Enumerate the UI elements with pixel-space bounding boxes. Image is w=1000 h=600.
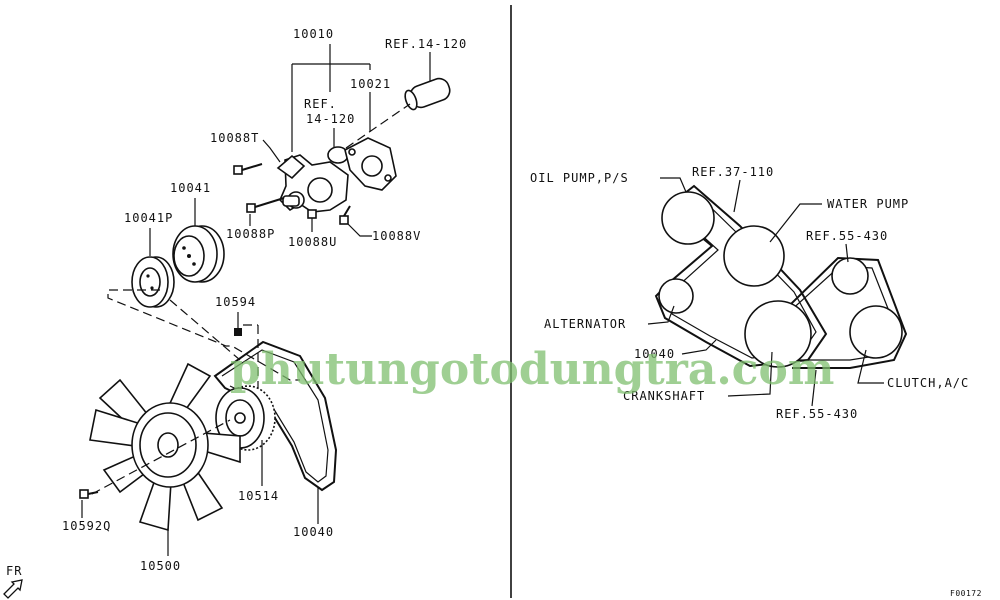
bolt-10088T-part [233,163,263,175]
diagram-code: F00172 [950,589,982,598]
label-10514: 10514 [238,489,279,503]
label-10088P: 10088P [226,227,275,241]
label-ref-55-430-bottom: REF.55-430 [776,407,858,421]
label-alternator: ALTERNATOR [544,317,626,331]
bolt-10088V-part [339,205,351,225]
label-10010: 10010 [293,27,334,41]
label-oil-pump: OIL PUMP,P/S [530,171,629,185]
pulley-10041-part [172,225,225,283]
label-10500: 10500 [140,559,181,573]
water-pump-part [276,154,349,213]
label-10041P: 10041P [124,211,173,225]
ac-clutch-pulley [849,305,903,359]
label-crankshaft: CRANKSHAFT [623,389,705,403]
label-ref-14-120-pipe: REF.14-120 [385,37,467,51]
label-ref-oring-1: REF. [304,97,337,111]
idler-pulley [831,257,869,295]
bolt-10088U-part [307,209,317,219]
label-10088T: 10088T [210,131,259,145]
label-10040-left: 10040 [293,525,334,539]
callout-10010-bracket [291,44,371,152]
fan-clutch-10514-part [215,385,276,451]
watermark-text: phutungotodungtra.com [230,344,834,395]
label-ref-55-430-top: REF.55-430 [806,229,888,243]
nut-10594-part [234,328,242,336]
label-10592Q: 10592Q [62,519,111,533]
water-pump-pulley [723,225,785,287]
label-10040-right: 10040 [634,347,675,361]
label-water-pump: WATER PUMP [827,197,909,211]
crankshaft-pulley [744,300,812,368]
label-10594: 10594 [215,295,256,309]
front-arrow-icon [3,579,23,599]
fan-10500-part [89,362,241,532]
bolt-10088P-part [246,197,285,213]
bolt-10592Q-part [79,489,99,499]
label-10088V: 10088V [372,229,421,243]
oil-pump-pulley [661,191,715,245]
water-pipe-part [404,77,451,111]
alternator-pulley [658,278,694,314]
label-front: FR [6,564,22,578]
pulley-plate-10041P-part [131,256,175,308]
label-ref-oring-2: 14-120 [306,112,355,126]
label-ref-37-110: REF.37-110 [692,165,774,179]
label-10021: 10021 [350,77,391,91]
label-clutch-ac: CLUTCH,A/C [887,376,969,390]
label-10041: 10041 [170,181,211,195]
label-10088U: 10088U [288,235,337,249]
